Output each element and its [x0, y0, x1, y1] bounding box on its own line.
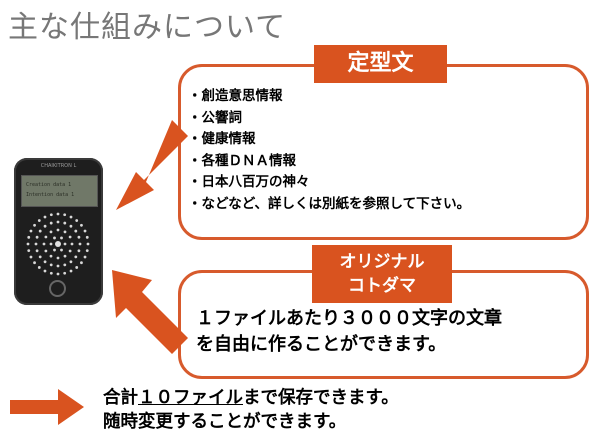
list-item: 日本八百万の神々: [188, 172, 470, 194]
device-screen: Creation data 1 Intention data 1: [21, 175, 98, 207]
led-dot: [43, 215, 47, 219]
led-dot: [43, 260, 47, 264]
led-dot: [34, 242, 38, 246]
led-dot: [56, 264, 60, 268]
led-dot: [75, 266, 79, 269]
led-dot: [53, 248, 56, 252]
led-dot: [63, 263, 67, 267]
footer-line-2: 随時変更することができます。: [103, 412, 347, 432]
led-dot: [56, 256, 60, 260]
led-dot: [68, 249, 72, 253]
footer-suffix: まで保存できます。: [243, 388, 399, 408]
led-dot: [56, 212, 60, 216]
arrow-up-left-icon: [112, 270, 188, 354]
led-dot: [63, 242, 67, 246]
screen-line-1: Creation data 1: [26, 182, 72, 188]
led-dot: [69, 269, 73, 273]
led-dot: [26, 242, 30, 246]
led-dot: [49, 271, 53, 275]
led-dot: [44, 235, 48, 239]
led-dot: [43, 269, 47, 273]
led-dot: [49, 263, 53, 267]
fixed-text-label: 定型文: [314, 45, 447, 83]
fixed-text-list: 創造意思情報 公響詞 健康情報 各種ＤＮＡ情報 日本八百万の神々 などなど、詳し…: [188, 86, 471, 216]
led-dot: [42, 242, 46, 246]
device-brand: CHAIKITRON L: [40, 163, 77, 169]
device-button-icon: [49, 280, 66, 297]
device-image: CHAIKITRON L Creation data 1 Intention d…: [14, 158, 103, 305]
led-dot: [56, 220, 60, 224]
led-dot: [60, 236, 63, 240]
footer-emphasis: １０ファイル: [138, 388, 243, 408]
led-dot: [77, 249, 81, 253]
original-kotodama-label: オリジナル コトダマ: [312, 245, 452, 303]
led-dot: [53, 236, 56, 240]
footer-prefix: 合計: [103, 388, 138, 408]
led-dot: [80, 261, 83, 265]
led-dot: [44, 249, 48, 253]
list-item: などなど、詳しくは別紙を参照して下さい。: [188, 194, 471, 216]
led-dot: [69, 260, 73, 264]
led-dot: [43, 224, 47, 228]
led-dot: [63, 230, 67, 234]
led-dot: [29, 255, 33, 259]
led-dot: [74, 255, 78, 259]
led-dot: [27, 249, 31, 253]
led-dot: [56, 228, 60, 232]
led-dot: [77, 235, 81, 239]
led-dot: [78, 242, 82, 246]
led-dot: [56, 272, 60, 276]
description-line-1: １ファイルあたり３０００文字の文章: [196, 308, 502, 329]
led-dot: [85, 249, 89, 253]
led-dot: [75, 219, 79, 222]
led-dot: [49, 221, 53, 225]
led-dot: [33, 261, 36, 265]
description-line-2: を自由に作ることができます。: [196, 334, 447, 355]
arrow-down-left-icon: [116, 120, 188, 210]
led-dot: [70, 242, 74, 246]
led-dot: [49, 213, 53, 217]
led-dot: [85, 235, 89, 239]
led-dot: [69, 224, 73, 228]
led-dot: [80, 223, 83, 227]
label-line-1: オリジナル: [339, 252, 425, 272]
original-kotodama-description: １ファイルあたり３０００文字の文章 を自由に作ることができます。: [196, 306, 502, 358]
led-dot: [38, 255, 42, 259]
led-dot: [83, 255, 87, 259]
list-item: 創造意思情報: [188, 86, 470, 108]
led-dot: [29, 229, 33, 233]
label-line-2: コトダマ: [348, 276, 416, 296]
list-item: 公響詞: [188, 108, 470, 130]
led-dot: [63, 254, 67, 258]
led-dot: [35, 235, 39, 239]
arrow-right-icon: [10, 389, 84, 425]
led-dot: [27, 235, 31, 239]
led-dot: [37, 266, 41, 269]
led-dot: [69, 215, 73, 219]
led-dot: [63, 271, 67, 275]
led-dot: [33, 223, 36, 227]
footer-text: 合計１０ファイルまで保存できます。 随時変更することができます。: [103, 386, 399, 434]
led-dot: [63, 221, 67, 225]
led-dot: [38, 229, 42, 233]
led-dot: [35, 249, 39, 253]
led-dot: [68, 235, 72, 239]
led-dot: [74, 229, 78, 233]
led-dot: [86, 242, 90, 246]
led-dot: [49, 230, 53, 234]
list-item: 各種ＤＮＡ情報: [188, 151, 470, 173]
led-dot: [63, 213, 67, 217]
footer-line-1: 合計１０ファイルまで保存できます。: [103, 386, 399, 410]
list-item: 健康情報: [188, 129, 470, 151]
screen-line-2: Intention data 1: [26, 192, 75, 198]
led-dot: [60, 248, 63, 252]
led-ring-icon: [26, 212, 90, 276]
page-title: 主な仕組みについて: [8, 10, 287, 45]
led-dot: [49, 254, 53, 258]
led-dot: [83, 229, 87, 233]
led-dot: [49, 242, 53, 246]
led-dot: [37, 219, 41, 222]
